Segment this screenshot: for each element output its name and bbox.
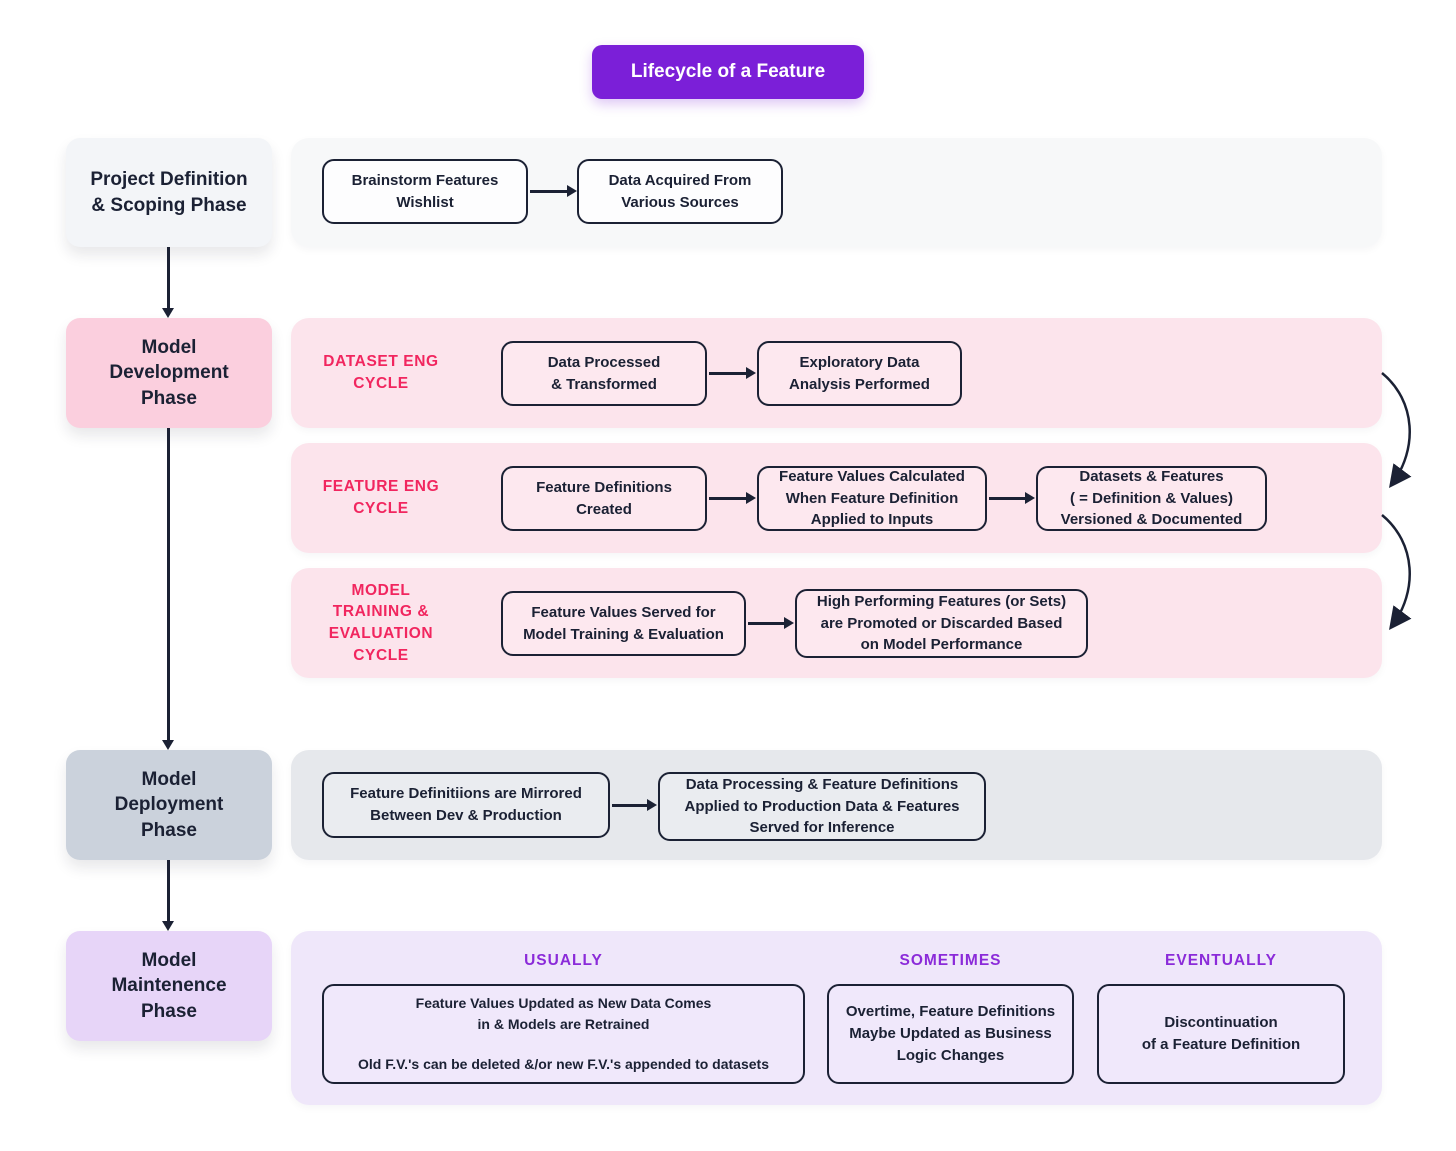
step-data-processed-transformed: Data Processed & Transformed xyxy=(501,341,707,406)
step-exploratory-data-analysis: Exploratory Data Analysis Performed xyxy=(757,341,962,406)
step-feature-values-served-training: Feature Values Served for Model Training… xyxy=(501,591,746,656)
phase-model-development: Model Development Phase xyxy=(66,318,272,428)
step-definitions-updated-business-logic: Overtime, Feature Definitions Maybe Upda… xyxy=(827,984,1074,1084)
step-production-data-inference: Data Processing & Feature Definitions Ap… xyxy=(658,772,986,841)
heading-sometimes: SOMETIMES xyxy=(899,952,1002,969)
diagram-title: Lifecycle of a Feature xyxy=(592,45,864,99)
phase-model-maintenance: Model Maintenence Phase xyxy=(66,931,272,1041)
label-model-training-evaluation-cycle: MODEL TRAINING & EVALUATION CYCLE xyxy=(328,581,434,664)
arrow-feature-to-training-cycle xyxy=(1381,514,1412,631)
step-brainstorm-features-wishlist: Brainstorm Features Wishlist xyxy=(322,159,528,224)
step-high-performing-features-promoted: High Performing Features (or Sets) are P… xyxy=(795,589,1088,658)
arrow-processed-to-eda xyxy=(709,372,747,375)
label-feature-eng-cycle: FEATURE ENG CYCLE xyxy=(322,478,440,517)
cycle-loop-arrows xyxy=(1381,372,1412,631)
arrow-served-to-promoted xyxy=(748,622,785,625)
step-feature-definitions-created: Feature Definitions Created xyxy=(501,466,707,531)
phase-model-deployment: Model Deployment Phase xyxy=(66,750,272,860)
step-datasets-features-versioned: Datasets & Features ( = Definition & Val… xyxy=(1036,466,1267,531)
heading-usually: USUALLY xyxy=(524,952,603,969)
arrow-deployment-to-maintenance xyxy=(167,860,170,922)
arrow-definitions-to-values xyxy=(709,497,747,500)
arrow-mirrored-to-production xyxy=(612,804,648,807)
phase-project-definition-scoping: Project Definition & Scoping Phase xyxy=(66,138,272,247)
arrow-project-to-development xyxy=(167,247,170,309)
step-discontinuation-feature-definition: Discontinuation of a Feature Definition xyxy=(1097,984,1345,1084)
arrow-values-to-versioned xyxy=(989,497,1026,500)
step-feature-values-calculated: Feature Values Calculated When Feature D… xyxy=(757,466,987,531)
step-feature-values-updated-retrained: Feature Values Updated as New Data Comes… xyxy=(322,984,805,1084)
heading-eventually: EVENTUALLY xyxy=(1165,952,1277,969)
arrow-dataset-to-feature-cycle xyxy=(1381,372,1412,489)
arrow-development-to-deployment xyxy=(167,428,170,741)
step-feature-definitions-mirrored: Feature Definitiions are Mirrored Betwee… xyxy=(322,772,610,838)
label-dataset-eng-cycle: DATASET ENG CYCLE xyxy=(323,353,439,392)
arrow-brainstorm-to-data-acquired xyxy=(530,190,568,193)
step-data-acquired-various-sources: Data Acquired From Various Sources xyxy=(577,159,783,224)
